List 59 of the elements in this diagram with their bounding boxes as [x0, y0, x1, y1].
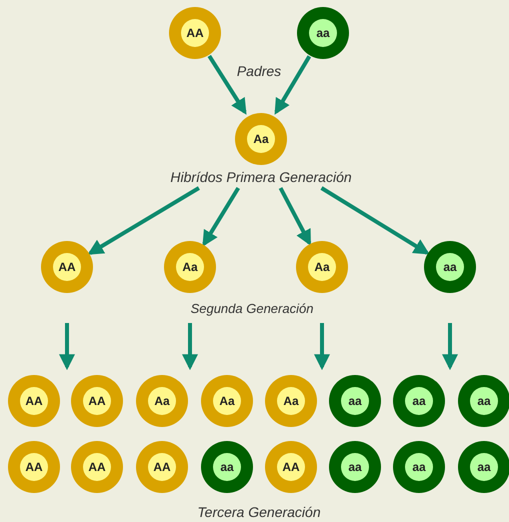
genotype-label: aa [470, 453, 498, 481]
genotype-circle [136, 441, 188, 493]
genotype-label: AA [148, 453, 176, 481]
genotype-label: aa [341, 453, 369, 481]
genotype-circle [169, 7, 221, 59]
genotype-label: aa [341, 387, 369, 415]
arrow [208, 54, 247, 115]
arrow [320, 186, 430, 255]
genotype-label: Aa [176, 253, 204, 281]
arrow [202, 186, 240, 247]
arrow [442, 323, 458, 370]
arrow [59, 323, 75, 370]
genotype-circle [136, 375, 188, 427]
genotype-label: AA [83, 387, 111, 415]
genotype-circle [458, 441, 509, 493]
genotype-circle [164, 241, 216, 293]
generation-caption: Hibrídos Primera Generación [170, 169, 352, 185]
arrow [274, 55, 312, 115]
genotype-label: AA [277, 453, 305, 481]
genotype-label: AA [53, 253, 81, 281]
genotype-label: aa [436, 253, 464, 281]
genotype-circle [329, 375, 381, 427]
genotype-circle [265, 375, 317, 427]
genotype-circle [458, 375, 509, 427]
genotype-label: Aa [247, 125, 275, 153]
genotype-circle [201, 441, 253, 493]
genotype-label: aa [213, 453, 241, 481]
genotype-circle [296, 241, 348, 293]
genotype-circle [393, 375, 445, 427]
genotype-label: Aa [308, 253, 336, 281]
genotype-label: Aa [277, 387, 305, 415]
genotype-circle [8, 375, 60, 427]
genotype-circle [329, 441, 381, 493]
generation-caption: Padres [236, 63, 282, 79]
generation-caption: Tercera Generación [197, 504, 321, 520]
genotype-circle [393, 441, 445, 493]
genotype-circle [424, 241, 476, 293]
genotype-circle [297, 7, 349, 59]
genotype-label: aa [470, 387, 498, 415]
arrow [314, 323, 330, 370]
genotype-label: aa [405, 453, 433, 481]
genotype-label: aa [309, 19, 337, 47]
genotype-circle [8, 441, 60, 493]
genotype-label: AA [20, 387, 48, 415]
arrow [87, 186, 200, 255]
genotype-circle [71, 375, 123, 427]
arrow [182, 323, 198, 370]
genotype-label: AA [83, 453, 111, 481]
genotype-label: aa [405, 387, 433, 415]
arrow [278, 187, 312, 246]
genotype-label: Aa [148, 387, 176, 415]
generation-caption: Segunda Generación [190, 301, 314, 316]
genotype-circle [71, 441, 123, 493]
genotype-circle [201, 375, 253, 427]
genotype-label: AA [181, 19, 209, 47]
genotype-label: Aa [213, 387, 241, 415]
genotype-label: AA [20, 453, 48, 481]
genotype-circle [265, 441, 317, 493]
genotype-circle [41, 241, 93, 293]
